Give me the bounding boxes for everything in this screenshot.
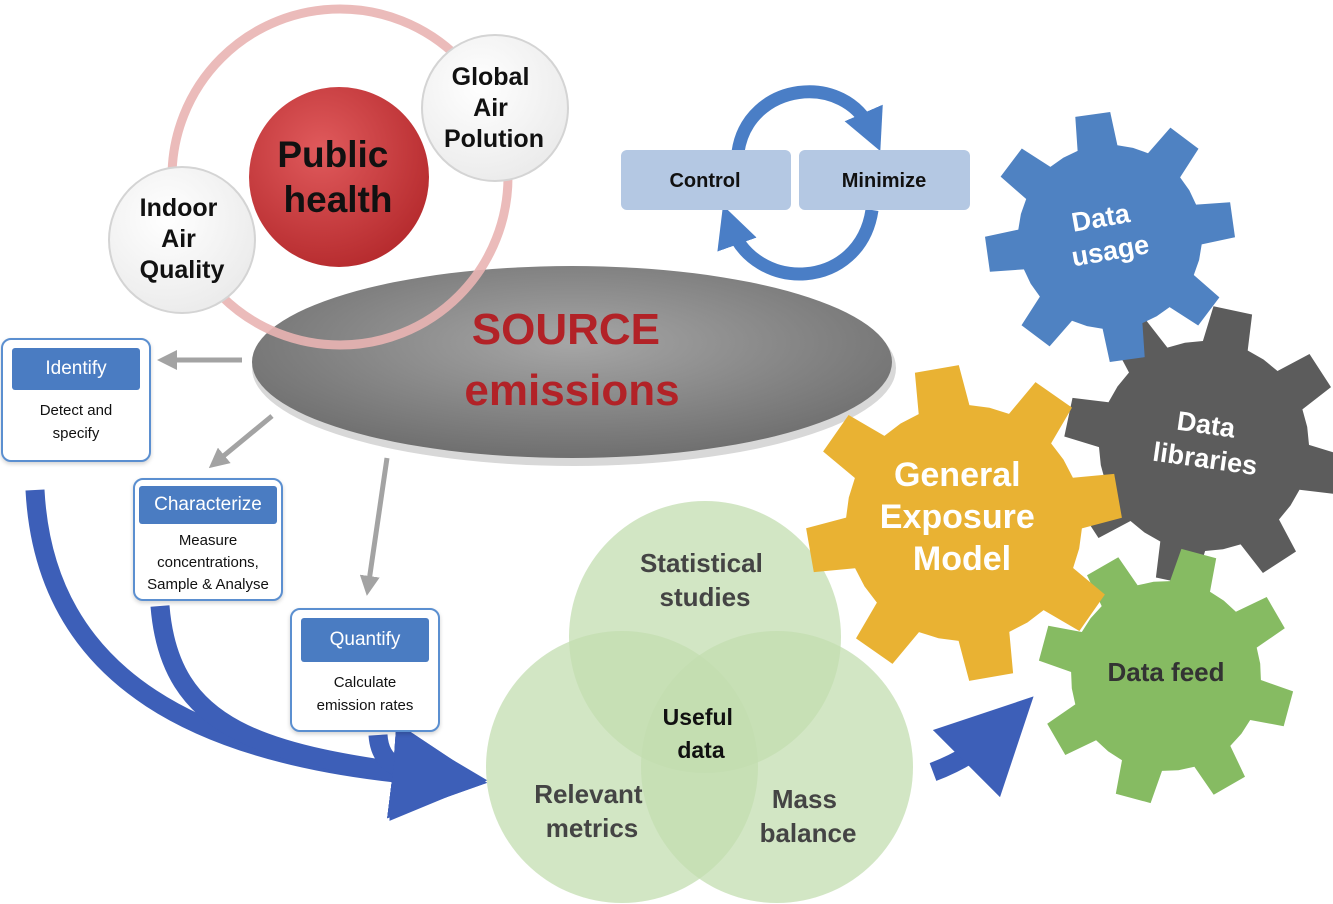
venn-center-label-1: Useful [663,704,733,730]
global-air-label-1: Global [452,63,530,91]
gear-model-label-3: Model [913,540,1011,578]
characterize-body-line-2: concentrations, [157,553,259,571]
venn-top-label-2: studies [659,582,750,612]
flow-arrow-gears [929,696,1034,798]
characterize-body: Measure concentrations, Sample & Analyse [135,530,281,595]
indoor-air-label-2: Air [161,225,196,253]
public-health-label-1: Public [277,134,388,175]
svg-text:Data feed: Data feed [1107,657,1224,687]
gears-group [806,112,1333,804]
identify-box: Identify Detect and specify [1,338,151,462]
svg-text:Mass balance: Mass balance [760,784,857,848]
svg-text:Relevant metrics: Relevant metrics [534,779,650,843]
svg-text:Useful data: Useful data [663,704,740,763]
source-arrows [157,350,390,596]
quantify-body-line-1: Calculate [333,674,397,691]
public-health-cluster: Public health Global Air Polution Indoor… [108,4,569,350]
venn-left-label-1: Relevant [534,779,643,809]
public-health-circle [249,87,429,267]
control-label: Control [669,170,740,192]
gear-data-usage [985,112,1235,362]
svg-text:Statistical studies: Statistical studies [640,548,770,612]
svg-text:Control: Control [669,170,740,192]
public-health-label-2: health [284,179,393,220]
control-cycle: Control Minimize [621,85,970,281]
arrow-to-characterize [208,414,274,469]
source-ellipse [252,266,892,458]
svg-text:SOURCE emissions: SOURCE emissions [464,305,679,415]
control-box [621,150,791,210]
venn-center-label-2: data [677,737,725,763]
indoor-air-label-3: Quality [140,256,225,284]
flow-arrow-characterize [150,605,488,819]
global-air-label-2: Air [473,94,508,122]
svg-text:Data usage: Data usage [1063,196,1151,273]
svg-text:Global Air Polutio: Global Air Polution [444,63,544,153]
arrow-to-quantify [359,457,390,596]
svg-text:Minimize: Minimize [842,170,926,192]
gear-data-libraries [1064,306,1333,586]
cycle-arrow-top [731,85,883,154]
characterize-body-line-1: Measure [178,532,238,549]
indoor-air-label-1: Indoor [140,194,218,222]
quantify-title: Quantify [301,618,429,662]
venn-diagram: Statistical studies Relevant metrics Mas… [486,501,913,903]
svg-text:General Exposure M: General Exposure Model [880,456,1044,578]
minimize-box [799,150,970,210]
venn-left-label-2: metrics [546,813,639,843]
svg-text:Public health: Public health [277,134,398,220]
cycle-arrow-bottom [717,205,879,281]
svg-text:Indoor Air Quality: Indoor Air Quality [140,194,225,284]
quantify-body-line-2: emission rates [316,696,414,714]
flow-arrows [25,489,1034,822]
identify-body-line-2: specify [52,424,100,442]
quantify-box: Quantify Calculate emission rates [290,608,440,732]
gear-feed-label: Data feed [1107,657,1224,687]
source-label-1: SOURCE [472,305,660,354]
indoor-air-circle [108,166,256,314]
characterize-title: Characterize [139,486,277,524]
minimize-label: Minimize [842,170,926,192]
identify-body-line-1: Detect and [39,402,113,419]
venn-right-label-1: Mass [772,784,837,814]
flow-arrow-quantify [368,723,488,819]
source-label-2: emissions [464,366,679,415]
gear-model-label-2: Exposure [880,498,1035,536]
venn-right-label-2: balance [760,818,857,848]
quantify-body: Calculate emission rates [292,672,438,717]
venn-circle-right [641,631,913,903]
characterize-box: Characterize Measure concentrations, Sam… [133,478,283,601]
gear-model-label-1: General [894,456,1021,494]
identify-body: Detect and specify [3,400,149,445]
source-emissions-node [252,266,896,466]
venn-top-label-1: Statistical [640,548,763,578]
global-air-circle [421,34,569,182]
identify-title: Identify [12,348,140,390]
global-air-label-3: Polution [444,125,544,153]
gear-data-feed [1038,548,1294,804]
characterize-body-line-3: Sample & Analyse [147,575,269,593]
gear-exposure-model [806,365,1122,681]
